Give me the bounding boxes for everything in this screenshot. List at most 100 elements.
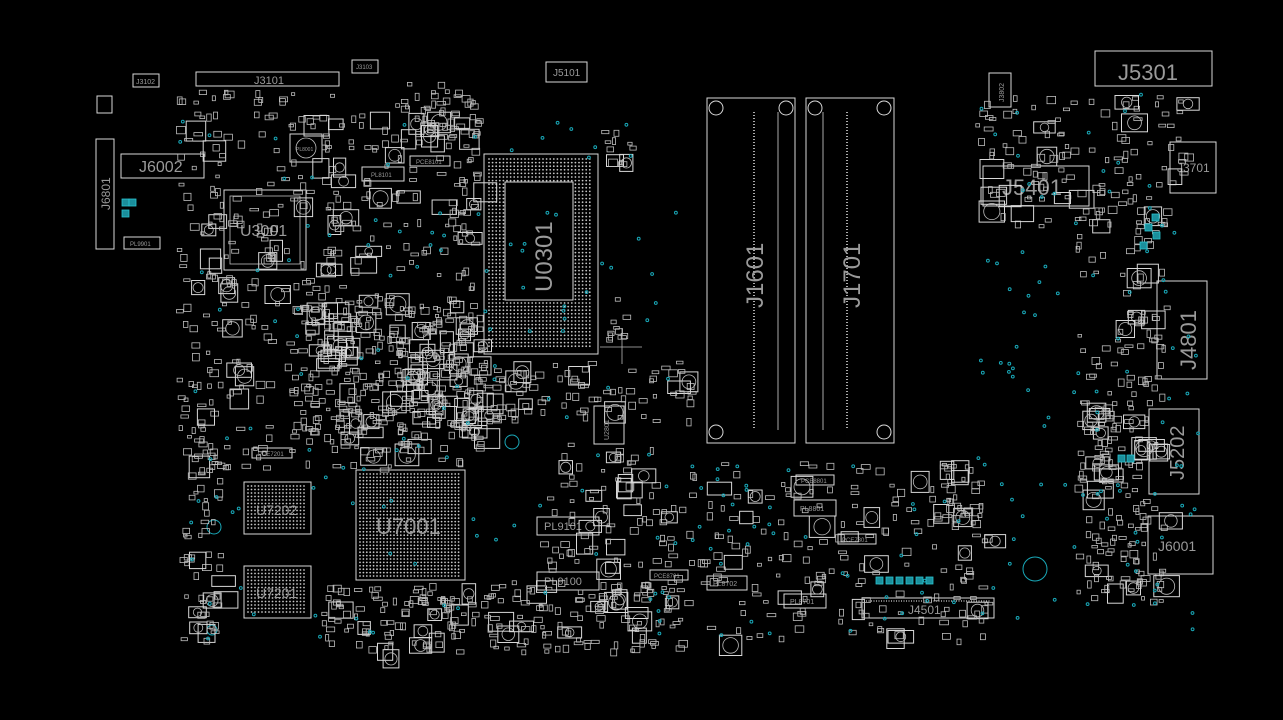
bga-ball	[520, 158, 523, 160]
chip-u7201[interactable]: U7201	[243, 565, 312, 619]
bga-ball	[254, 607, 256, 610]
bga-ball	[498, 258, 501, 261]
bga-ball	[289, 509, 291, 512]
cpu-u0301[interactable]: U0301	[483, 153, 599, 355]
connector-j6801[interactable]: J6801	[95, 138, 115, 250]
smd-pad	[499, 584, 507, 589]
inductor-pl8101[interactable]: PL8101	[361, 166, 405, 182]
capacitor-pce8101[interactable]: PCE8101	[409, 155, 451, 167]
smd-pad	[335, 297, 343, 304]
smd-pad	[329, 93, 335, 98]
smd-pad	[623, 467, 632, 474]
bga-ball	[488, 197, 490, 200]
connector-j4801[interactable]: J4801	[1156, 280, 1208, 380]
bga-ball	[410, 503, 412, 506]
connector-j3802[interactable]: J3802	[988, 72, 1012, 108]
bga-ball	[516, 338, 519, 340]
bga-ball	[376, 486, 378, 489]
smd-pad	[324, 433, 331, 443]
bga-ball	[457, 544, 460, 547]
bga-ball	[393, 561, 395, 564]
bga-ball	[303, 600, 305, 603]
bga-ball	[585, 280, 588, 283]
inductor-pl8801[interactable]: PL8801	[793, 499, 837, 517]
bga-ball	[549, 345, 552, 348]
bga-ball	[457, 564, 460, 567]
bga-ball	[285, 520, 288, 522]
connector-j3701[interactable]: J3701	[1169, 141, 1217, 194]
bga-ball	[560, 312, 562, 315]
bga-ball	[495, 320, 498, 322]
bga-ball	[399, 554, 402, 557]
bga-ball	[296, 600, 298, 603]
inductor-pl8702[interactable]: PL8702	[706, 575, 748, 591]
smd-pad	[895, 590, 905, 598]
bga-ball	[389, 483, 392, 486]
smd-pad	[339, 123, 345, 128]
bga-ball	[278, 590, 281, 592]
smd-pad	[1107, 391, 1112, 396]
bga-ball	[275, 597, 277, 599]
bga-ball	[450, 575, 453, 577]
bga-ball	[491, 276, 494, 279]
bga-ball	[427, 571, 429, 574]
component-outline	[808, 515, 836, 538]
smd-pad	[618, 387, 623, 394]
connector-j6001[interactable]: J6001	[1147, 515, 1214, 575]
bga-ball	[578, 262, 580, 265]
component-outline	[320, 264, 332, 276]
chip-u7202[interactable]: U7202	[243, 481, 312, 535]
bga-ball	[578, 197, 580, 200]
inductor-pl8001[interactable]: PL8001	[289, 133, 323, 163]
bga-ball	[556, 320, 559, 322]
bga-ball	[264, 569, 267, 571]
dimm-slot-j1601[interactable]: J1601	[706, 97, 796, 444]
bga-ball	[574, 330, 577, 333]
chip-u7001[interactable]: U7001	[355, 469, 466, 581]
smd-pad	[304, 386, 314, 395]
bga-ball	[531, 327, 534, 330]
connector-j3102[interactable]: J3102	[132, 73, 160, 88]
bga-ball	[542, 305, 544, 308]
inductor-pl9901[interactable]: PL9901	[123, 236, 161, 250]
smd-pad	[391, 134, 399, 143]
dimm-slot-j1701[interactable]: J1701	[805, 97, 895, 444]
smd-pad	[369, 411, 374, 419]
smd-pad	[463, 267, 470, 276]
bga-ball	[376, 544, 378, 547]
connector-j5301[interactable]: J5301	[1094, 50, 1213, 87]
bga-ball	[538, 158, 541, 160]
bga-ball	[359, 483, 361, 486]
bga-ball	[524, 323, 526, 326]
bga-ball	[406, 524, 409, 526]
bga-ball	[247, 597, 249, 599]
capacitor-pce7301[interactable]: PCE7301	[837, 533, 877, 545]
bga-ball	[376, 541, 378, 543]
connector-j3103[interactable]: J3103	[351, 59, 379, 74]
bga-ball	[560, 323, 562, 326]
component-outline	[681, 374, 697, 390]
bga-ball	[393, 490, 395, 492]
bga-ball	[271, 569, 274, 571]
bga-ball	[567, 179, 570, 182]
bga-ball	[278, 488, 281, 491]
connector-j6002[interactable]: J6002	[120, 153, 205, 179]
bga-ball	[498, 273, 501, 276]
via	[580, 488, 585, 493]
smd-pad	[901, 547, 912, 557]
bga-ball	[437, 564, 440, 567]
smd-pad	[697, 559, 705, 568]
connector-j3101[interactable]: J3101	[195, 71, 340, 87]
connector-j5401[interactable]: J5401	[982, 165, 1090, 207]
bga-ball	[588, 165, 591, 168]
smd-pad	[858, 609, 864, 615]
bga-ball	[299, 579, 302, 582]
bga-ball	[444, 575, 446, 577]
capacitor-pce7201[interactable]: PCE7201	[251, 447, 293, 459]
bga-ball	[382, 500, 385, 503]
bga-ball	[264, 590, 267, 592]
connector-j5101[interactable]: J5101	[545, 61, 588, 83]
bga-ball	[560, 302, 562, 304]
bga-ball	[433, 524, 436, 526]
